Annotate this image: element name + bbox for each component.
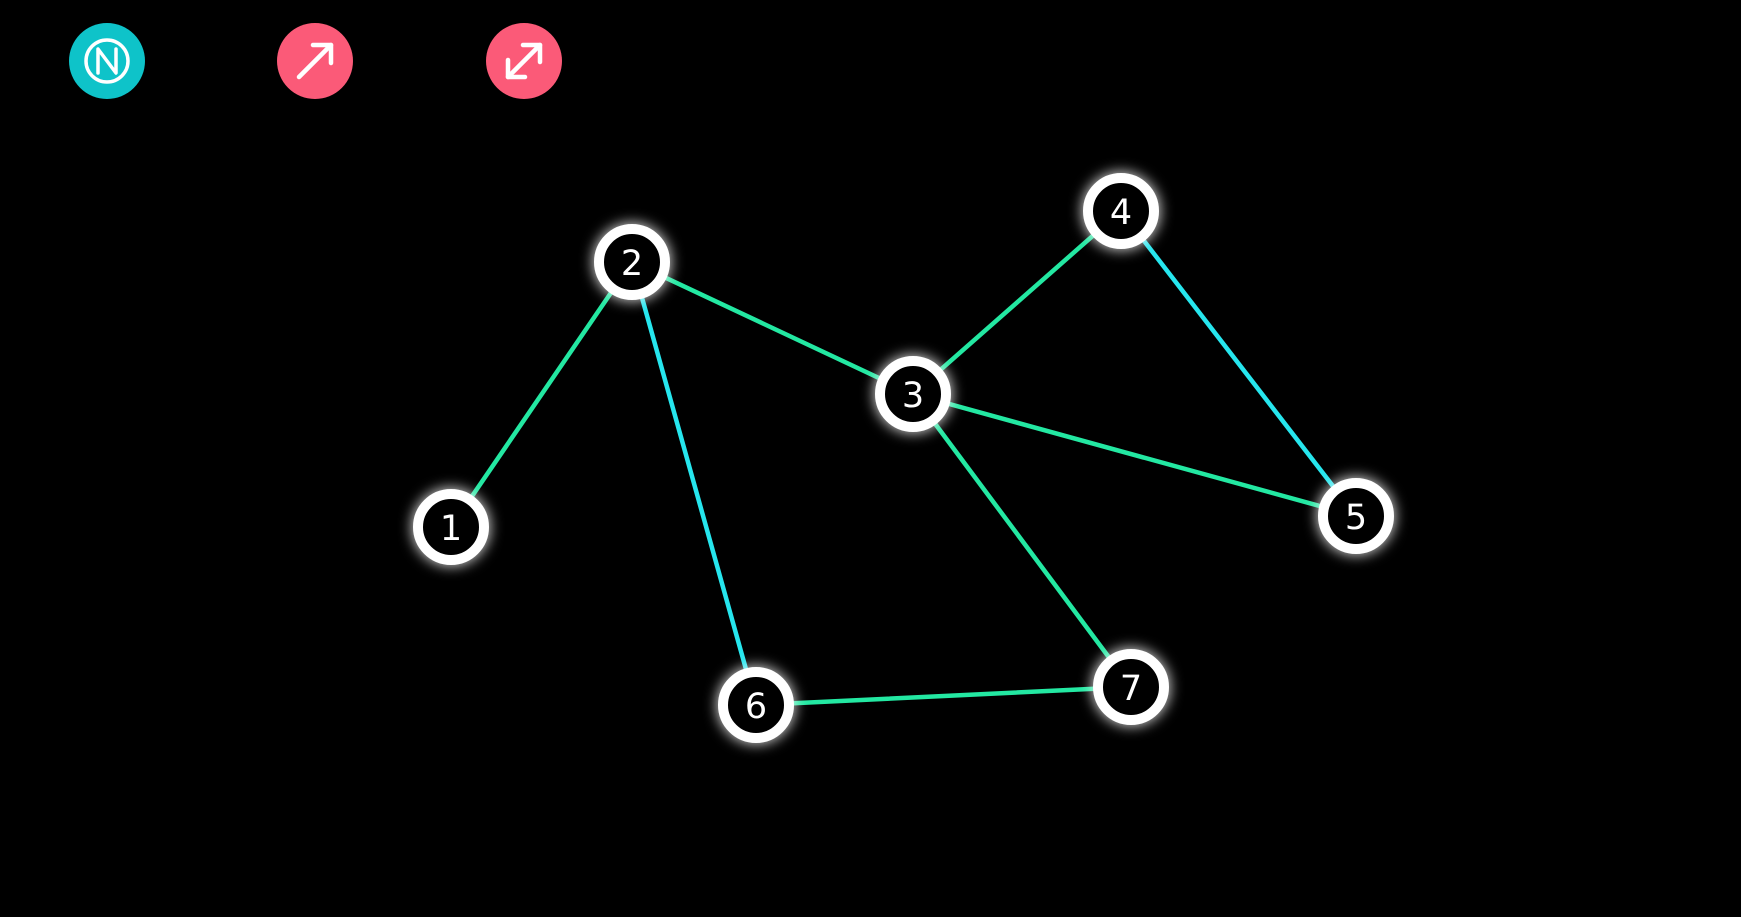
undirected-edge-button[interactable] [486,23,562,99]
node-7[interactable]: 7 [1093,649,1169,725]
edge-6-7[interactable] [753,684,1134,708]
edge-3-4[interactable] [910,208,1124,397]
normal-mode-button[interactable] [69,23,145,99]
node-3[interactable]: 3 [875,356,951,432]
node-5[interactable]: 5 [1318,478,1394,554]
node-circle [413,489,489,565]
circled-n-icon [84,38,130,84]
edge-2-6[interactable] [629,259,759,708]
directed-edge-button[interactable] [277,23,353,99]
node-label: 3 [902,376,924,416]
edge-3-7[interactable] [910,391,1134,690]
node-circle [875,356,951,432]
node-circle [594,224,670,300]
node-2[interactable]: 2 [594,224,670,300]
node-1[interactable]: 1 [413,489,489,565]
node-4[interactable]: 4 [1083,173,1159,249]
node-label: 6 [745,687,767,727]
node-circle [1318,478,1394,554]
graph-edges [448,208,1359,708]
arrow-up-right-icon [296,42,334,80]
edge-3-5[interactable] [910,391,1359,519]
node-circle [1093,649,1169,725]
node-label: 5 [1345,498,1367,538]
node-label: 7 [1120,669,1142,709]
mode-toolbar [69,23,562,99]
edge-4-5[interactable] [1118,208,1359,519]
node-label: 1 [440,509,462,549]
node-circle [1083,173,1159,249]
node-6[interactable]: 6 [718,667,794,743]
node-label: 2 [621,244,643,284]
edge-2-1[interactable] [448,259,635,530]
node-label: 4 [1110,193,1132,233]
edge-2-3[interactable] [629,259,916,397]
graph-nodes: 1 2 3 4 5 6 7 [413,173,1394,743]
node-circle [718,667,794,743]
arrow-both-diagonal-icon [505,42,543,80]
